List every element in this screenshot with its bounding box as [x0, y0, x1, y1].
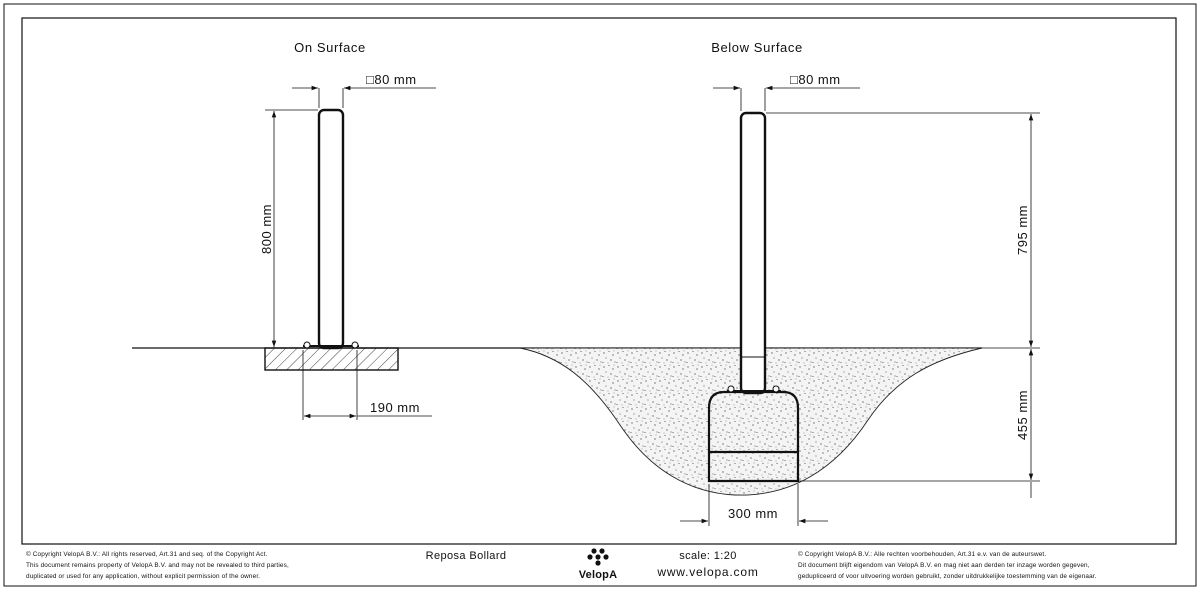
right-depth-below-label: 455 mm — [1015, 390, 1030, 440]
copyright-nl-line-1: © Copyright VelopA B.V.: Alle rechten vo… — [798, 550, 1046, 558]
outer-frame — [3, 3, 1197, 587]
copyright-en-line-3: duplicated or used for any application, … — [26, 573, 260, 580]
copyright-en-line-2: This document remains property of VelopA… — [26, 562, 289, 569]
bolt — [772, 385, 780, 393]
right-height-above-label: 795 mm — [1015, 205, 1030, 255]
on-surface-bollard — [264, 108, 399, 371]
left-base-width-label: 190 mm — [370, 400, 420, 415]
post — [317, 108, 345, 350]
left-height-label: 800 mm — [259, 204, 274, 254]
bolt — [351, 341, 359, 349]
product-name: Reposa Bollard — [426, 550, 507, 562]
velopa-logo-icon — [587, 548, 609, 566]
left-post-width-label: □80 mm — [366, 72, 417, 87]
copyright-nl-line-2: Dit document blijft eigendom van VelopA … — [798, 562, 1090, 569]
website: www.velopa.com — [656, 565, 758, 579]
post — [739, 111, 767, 395]
right-foundation-width-label: 300 mm — [728, 506, 778, 521]
drawing-frame — [21, 17, 1177, 545]
copyright-nl-line-3: gedupliceerd of voor uitvoering worden g… — [798, 573, 1097, 580]
copyright-en-line-1: © Copyright VelopA B.V.: All rights rese… — [26, 550, 268, 558]
below-surface-title: Below Surface — [711, 40, 803, 55]
brand-name: VelopA — [579, 569, 618, 581]
right-dimensions: □80 mm 795 mm 455 mm 300 mm — [680, 72, 1040, 526]
left-dimensions: □80 mm 800 mm 190 mm — [259, 72, 436, 420]
scale-label: scale: 1:20 — [679, 550, 737, 562]
right-post-width-label: □80 mm — [790, 72, 841, 87]
below-surface-bollard — [519, 111, 983, 496]
base-plate — [264, 347, 399, 371]
title-block: © Copyright VelopA B.V.: All rights rese… — [26, 548, 1097, 581]
on-surface-title: On Surface — [294, 40, 366, 55]
concrete-foundation — [707, 390, 800, 483]
bolt — [303, 341, 311, 349]
bolt — [727, 385, 735, 393]
